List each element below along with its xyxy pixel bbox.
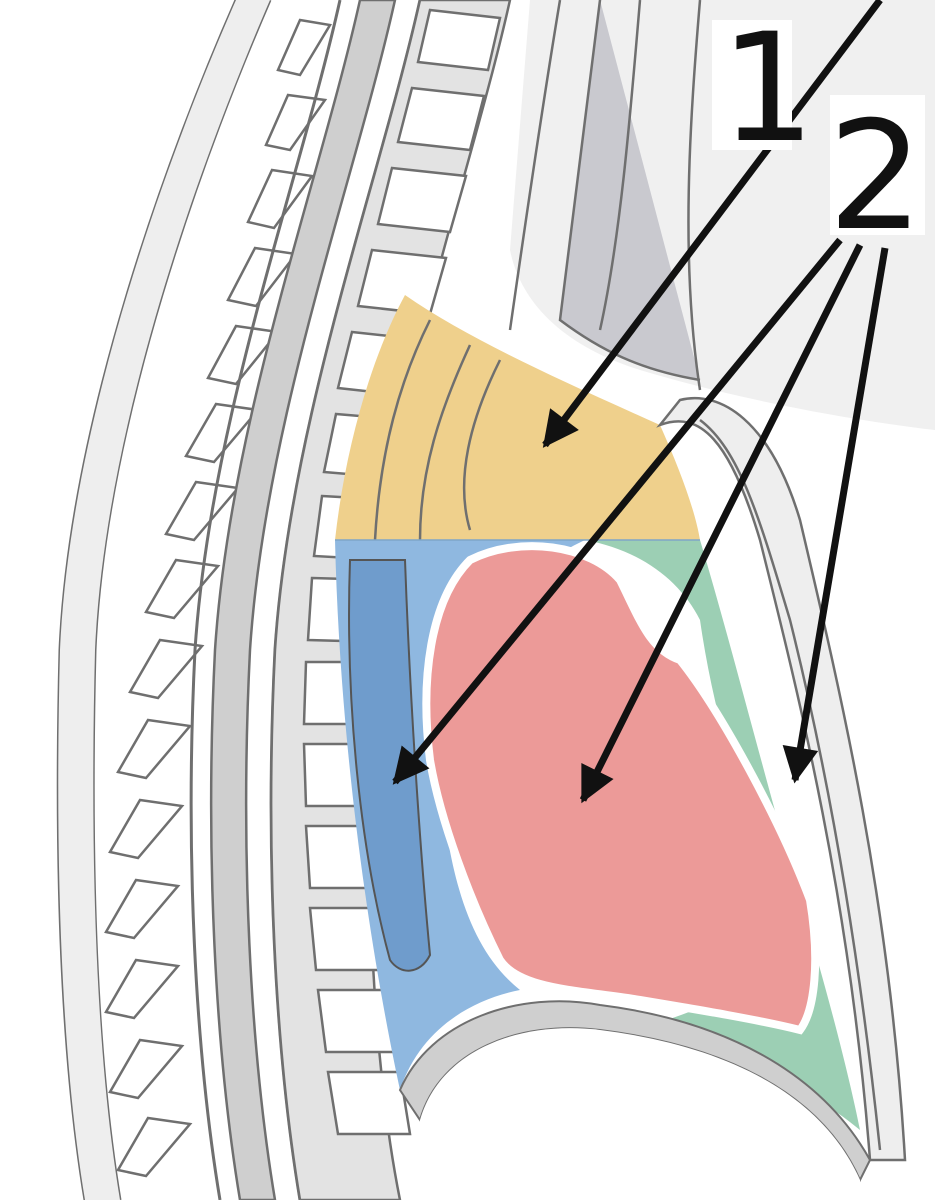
sternum <box>656 396 907 1162</box>
arrow-group-2 <box>392 237 889 804</box>
label-1-backdrop <box>712 20 792 150</box>
arrow-2-middle <box>579 243 864 804</box>
arrow-2-anterior <box>782 247 889 784</box>
label-1: 1 <box>720 2 815 176</box>
superior-mediastinum-vessels <box>373 319 502 541</box>
arrow-1 <box>542 0 883 448</box>
spinous-processes <box>104 18 333 1178</box>
abdomen-space <box>410 1028 860 1200</box>
arrow-2-posterior <box>392 237 843 785</box>
label-2: 2 <box>828 90 923 264</box>
descending-aorta <box>348 559 432 972</box>
back-outline <box>56 0 272 1200</box>
heart <box>422 542 820 1035</box>
label-2-backdrop <box>830 95 925 235</box>
arrow-group-1 <box>542 0 883 448</box>
